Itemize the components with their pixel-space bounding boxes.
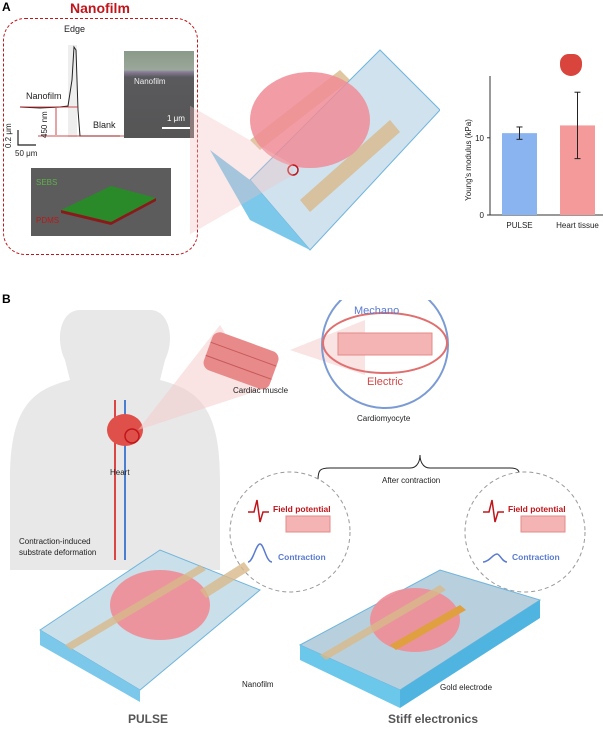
stiff-electronics-title: Stiff electronics <box>388 712 479 726</box>
cardiac-muscle-label: Cardiac muscle <box>233 386 289 395</box>
chart-ylabel: Young's modulus (kPa) <box>464 119 473 201</box>
blank-label: Blank <box>93 120 116 130</box>
sem-image: Nanofilm 1 μm <box>124 51 194 138</box>
panel-b-label: B <box>2 292 11 306</box>
substrate-deformation-label: Contraction-induced substrate deformatio… <box>19 537 97 557</box>
scale-y-label: 0.2 μm <box>4 123 13 148</box>
sem-nanofilm-label: Nanofilm <box>134 77 166 86</box>
gold-electrode-label: Gold electrode <box>440 683 493 692</box>
sem-scale-bar <box>162 127 190 129</box>
y-tick-label: 0 <box>480 211 485 220</box>
thickness-label: 450 nm <box>40 111 49 138</box>
pulse-title: PULSE <box>128 712 169 726</box>
nanofilm-b-label: Nanofilm <box>242 680 274 689</box>
panel-b-illustration <box>10 300 586 708</box>
y-tick-label: 10 <box>475 134 484 143</box>
nanofilm-box <box>3 18 198 255</box>
x-tick-label: PULSE <box>506 221 532 230</box>
pdms-label: PDMS <box>36 216 60 225</box>
confocal-image: SEBS PDMS <box>31 168 171 236</box>
scale-x-label: 50 μm <box>15 149 38 158</box>
pulse-device-illustration <box>190 49 440 251</box>
electric-label: Electric <box>367 376 404 388</box>
edge-label: Edge <box>64 24 86 34</box>
contraction-label-pulse: Contraction <box>278 552 326 562</box>
contraction-label-stiff: Contraction <box>512 552 560 562</box>
nanofilm-title: Nanofilm <box>70 0 130 16</box>
sebs-label: SEBS <box>36 178 58 187</box>
mechano-label: Mechano <box>354 305 400 317</box>
bar-pulse <box>502 133 537 215</box>
profile-plot <box>17 45 124 146</box>
x-tick-label: Heart tissue <box>556 221 599 230</box>
sem-scale-label: 1 μm <box>167 114 185 123</box>
cardiomyocyte-label: Cardiomyocyte <box>357 414 411 423</box>
field-potential-label-pulse: Field potential <box>273 504 331 514</box>
field-potential-label-stiff: Field potential <box>508 504 566 514</box>
heart-label: Heart <box>110 468 130 477</box>
nanofilm-profile-label: Nanofilm <box>26 91 62 101</box>
after-contraction-label: After contraction <box>382 476 441 485</box>
panel-a-label: A <box>2 0 11 14</box>
heart-icon <box>560 54 582 76</box>
